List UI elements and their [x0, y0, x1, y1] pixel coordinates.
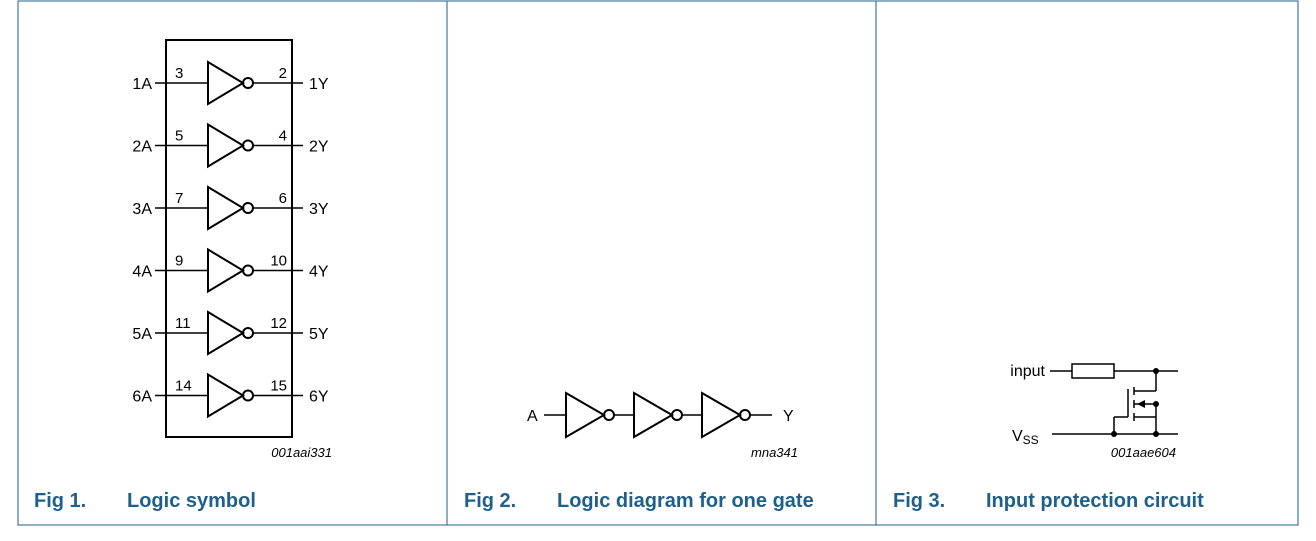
inverter-row: 4A 9 10 4Y — [132, 247, 329, 294]
input-label: 4A — [132, 264, 152, 281]
fig2-number: Fig 2. — [464, 490, 517, 512]
vss-label: VSS — [1012, 428, 1039, 447]
output-label: 6Y — [309, 389, 329, 406]
fig2-output-label: Y — [783, 408, 794, 425]
inverter-row: 6A 14 15 6Y — [132, 372, 329, 419]
logic-diagram-one-gate: A Y mna341 — [527, 391, 798, 460]
fig3-input-label: input — [1010, 363, 1045, 380]
inverter-triangle — [207, 372, 245, 419]
fig3-junction-gate — [1111, 431, 1117, 437]
input-label: 1A — [132, 76, 152, 93]
transistor-arrow — [1137, 400, 1145, 408]
inverter-row: 2A 5 4 2Y — [132, 122, 329, 169]
output-label: 5Y — [309, 326, 329, 343]
input-pin-number: 11 — [175, 315, 191, 332]
output-pin-number: 12 — [270, 315, 287, 332]
fig2-inverter-1 — [565, 391, 606, 439]
input-protection-circuit: input VSS 001aae604 — [1010, 363, 1178, 460]
inverter-row: 1A 3 2 1Y — [132, 60, 329, 106]
fig3-number: Fig 3. — [893, 490, 946, 512]
fig2-caption: Logic diagram for one gate — [557, 490, 814, 512]
output-label: 4Y — [309, 264, 329, 281]
inverter-triangle — [207, 247, 245, 294]
fig2-inverter-2 — [633, 391, 674, 439]
outer-border — [17, 0, 1299, 526]
fig1-caption: Logic symbol — [127, 490, 256, 512]
output-pin-number: 2 — [279, 65, 287, 82]
inverter-triangle — [207, 310, 245, 356]
fig1-number: Fig 1. — [34, 490, 87, 512]
input-pin-number: 3 — [175, 65, 183, 82]
input-label: 6A — [132, 389, 152, 406]
ic-body — [165, 39, 293, 438]
inverter-row: 3A 7 6 3Y — [132, 185, 329, 231]
output-label: 2Y — [309, 139, 329, 156]
fig2-input-label: A — [527, 408, 538, 425]
fig3-caption: Input protection circuit — [986, 490, 1204, 512]
resistor — [1071, 363, 1115, 379]
fig2-inverter-3 — [701, 391, 742, 439]
output-label: 1Y — [309, 76, 329, 93]
inverter-triangle — [207, 185, 245, 231]
input-pin-number: 5 — [175, 128, 183, 145]
input-label: 2A — [132, 139, 152, 156]
input-label: 3A — [132, 201, 152, 218]
fig2-code: mna341 — [751, 445, 798, 460]
fig1-code: 001aai331 — [271, 445, 332, 460]
fig3-code: 001aae604 — [1111, 445, 1176, 460]
inverter-triangle — [207, 122, 245, 169]
output-label: 3Y — [309, 201, 329, 218]
input-pin-number: 7 — [175, 190, 183, 207]
inverter-triangle — [207, 60, 245, 106]
output-pin-number: 15 — [270, 378, 287, 395]
output-pin-number: 6 — [279, 190, 287, 207]
fig3-junction-body — [1153, 401, 1159, 407]
inverter-row: 5A 11 12 5Y — [132, 310, 329, 356]
input-pin-number: 14 — [175, 378, 192, 395]
output-pin-number: 10 — [270, 253, 287, 270]
input-label: 5A — [132, 326, 152, 343]
fig3-junction-source — [1153, 431, 1159, 437]
output-pin-number: 4 — [279, 128, 287, 145]
input-pin-number: 9 — [175, 253, 183, 270]
